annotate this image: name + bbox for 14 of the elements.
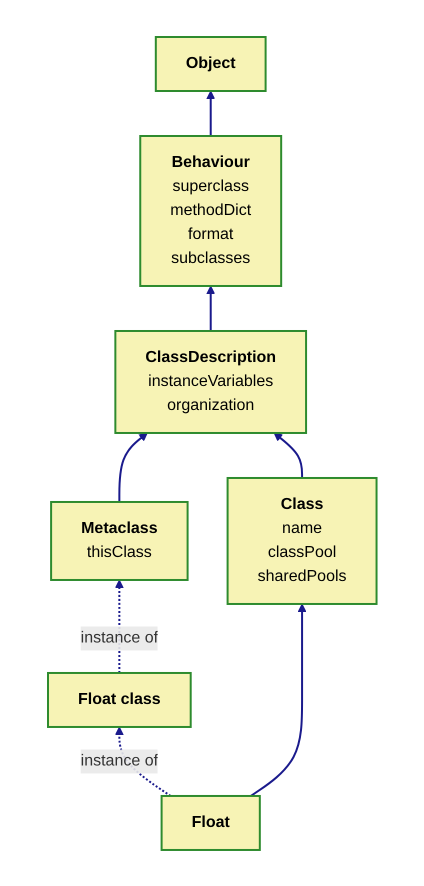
arrow: [206, 90, 215, 136]
edge-label: instance of: [80, 752, 158, 769]
node-box: ClassDescription instanceVariables organization: [114, 330, 307, 434]
node-box: Object: [154, 36, 266, 92]
node-box: Class name classPool sharedPools: [226, 476, 378, 604]
node-box: Behaviour superclass methodDict format subclasses: [138, 134, 282, 286]
node-box: Float: [160, 794, 261, 850]
edge-label: instance of: [80, 628, 158, 646]
arrow: [206, 285, 215, 330]
arrow: [118, 432, 148, 502]
arrow: [273, 432, 303, 478]
node-box: Metaclass thisClass: [50, 500, 188, 580]
arrow: [250, 603, 306, 796]
node-box: Float class: [46, 672, 192, 728]
